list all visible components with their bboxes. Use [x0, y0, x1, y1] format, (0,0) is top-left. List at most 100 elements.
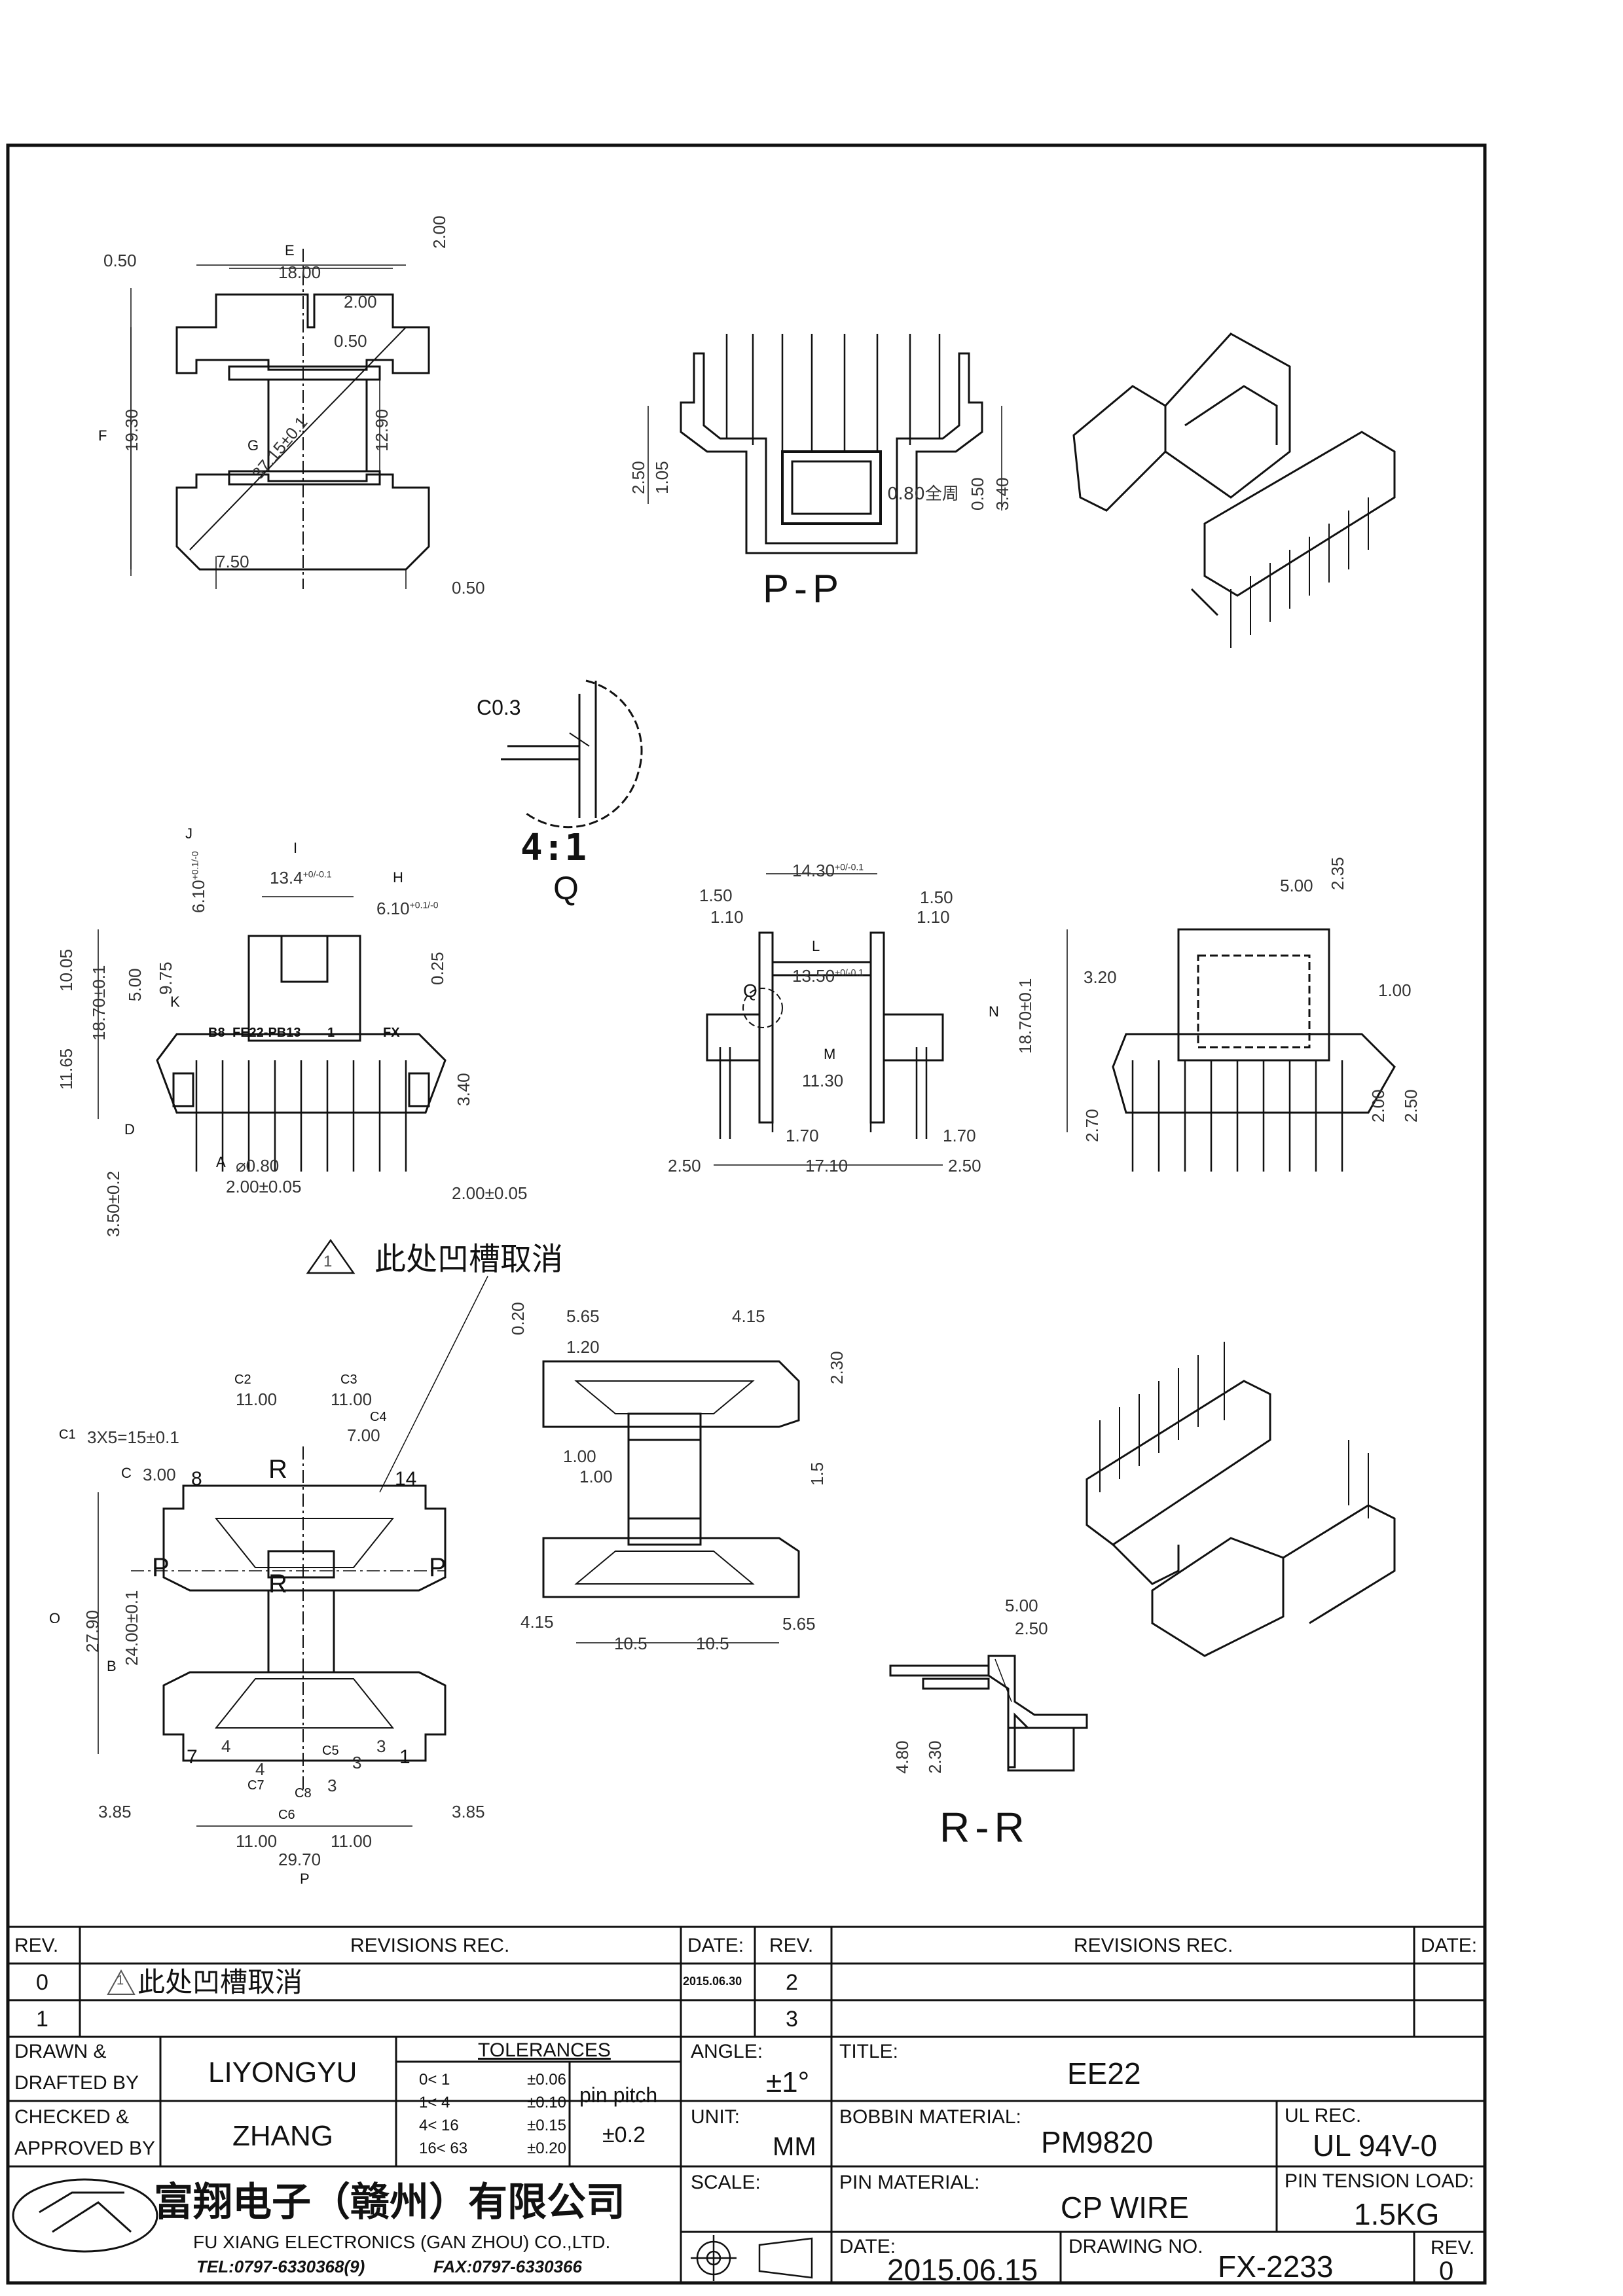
rr-dim-250: 2.50 — [1015, 1619, 1048, 1638]
mid-view-geometry — [542, 1360, 800, 1598]
tb-tol-row: 16< 63±0.20 — [419, 2140, 566, 2157]
side-dim-170b: 1.70 — [943, 1126, 976, 1145]
callout-c: C — [121, 1465, 132, 1481]
front-dim-1005: 10.05 — [56, 948, 76, 992]
bottom-dim-3b: 3 — [352, 1753, 362, 1772]
pp-section-label: P-P — [763, 567, 845, 611]
pp-dim-250: 2.50 — [629, 461, 648, 494]
callout-k: K — [170, 994, 180, 1010]
callout-c6: C6 — [278, 1808, 295, 1822]
dim-050b: 0.50 — [334, 331, 367, 351]
callout-a: A — [216, 1154, 226, 1170]
callout-c3: C3 — [340, 1372, 357, 1387]
pp-view-geometry — [680, 334, 983, 554]
callout-p: P — [300, 1871, 310, 1887]
callout-h: H — [393, 869, 403, 886]
front-dim-1870: 18.70±0.1 — [89, 965, 109, 1041]
tb-unit-label: UNIT: — [691, 2106, 740, 2128]
callout-c5: C5 — [322, 1744, 339, 1758]
tb-unit-value: MM — [773, 2132, 816, 2161]
pin-7-label: 7 — [187, 1746, 198, 1768]
detail-q-label: Q — [553, 870, 579, 906]
side-dim-1710: 17.10 — [805, 1156, 848, 1175]
tb-approved-label: APPROVED BY — [14, 2138, 156, 2159]
tb-tel: TEL:0797-6330368(9) — [196, 2257, 365, 2276]
tb-date-value: 2015.06.15 — [887, 2253, 1038, 2287]
callout-o: O — [49, 1610, 61, 1626]
tb-revrec-header: REVISIONS REC. — [350, 1935, 510, 1956]
tb-ul-label: UL REC. — [1285, 2105, 1362, 2126]
company-logo — [12, 2178, 158, 2253]
mid-dim-105a: 10.5 — [614, 1634, 647, 1653]
dim-200a: 2.00 — [344, 292, 377, 312]
right-dim-235: 2.35 — [1328, 857, 1347, 890]
bottom-dim-3x5: 3X5=15±0.1 — [87, 1427, 179, 1447]
callout-f: F — [98, 427, 107, 444]
right-dim-270: 2.70 — [1082, 1109, 1102, 1142]
marking-a: B8 — [208, 1026, 225, 1040]
front-dim-1165: 11.65 — [56, 1048, 76, 1090]
detail-q-geometry — [501, 679, 643, 829]
bottom-view-geometry — [131, 1446, 447, 1793]
tb-title-label: TITLE: — [839, 2041, 899, 2062]
tb-fax: FAX:0797-6330366 — [433, 2257, 582, 2276]
tb-ul-value: UL 94V-0 — [1313, 2128, 1438, 2162]
bottom-dim-2400: 24.00±0.1 — [122, 1590, 141, 1666]
tb-bobbin-label: BOBBIN MATERIAL: — [839, 2106, 1021, 2128]
side-dim-170a: 1.70 — [786, 1126, 819, 1145]
bottom-dim-4a: 4 — [221, 1736, 231, 1756]
tb-row0-rev2: 2 — [786, 1970, 798, 1995]
tb-tol-row: 1< 4±0.10 — [419, 2094, 566, 2111]
side-dim-250a: 2.50 — [668, 1156, 701, 1175]
right-dim-500: 5.00 — [1280, 876, 1313, 895]
front-dim-500: 5.00 — [125, 968, 145, 1001]
tb-company-cn: 富翔电子（赣州）有限公司 — [154, 2179, 625, 2225]
bottom-dim-2790: 27.90 — [82, 1609, 102, 1653]
bottom-dim-2970: 29.70 — [278, 1850, 321, 1869]
callout-m: M — [824, 1046, 836, 1062]
side-dim-110a: 1.10 — [710, 907, 744, 927]
pp-dim-105: 1.05 — [652, 461, 672, 494]
side-q-mark: Q — [743, 980, 757, 1001]
callout-i: I — [293, 840, 298, 856]
note-text: 此处凹槽取消 — [374, 1241, 564, 1278]
tb-scale-label: SCALE: — [691, 2172, 761, 2193]
pp-dim-080: 0.80全周 — [887, 484, 959, 504]
sheet-border — [6, 143, 1487, 2285]
section-p-right: P — [429, 1553, 447, 1582]
tb-date-header: DATE: — [687, 1935, 744, 1956]
note-mark: 1 — [323, 1253, 333, 1270]
bottom-dim-3c: 3 — [327, 1776, 337, 1795]
front-dim-200a: 2.00±0.05 — [226, 1177, 302, 1196]
dim-1800: 18.00 — [278, 262, 321, 282]
callout-e: E — [285, 242, 295, 259]
tb-company-en: FU XIANG ELECTRONICS (GAN ZHOU) CO.,LTD. — [193, 2232, 611, 2252]
tb-rev-header: REV. — [14, 1935, 59, 1956]
tb-revrec-header-2: REVISIONS REC. — [1074, 1935, 1233, 1956]
mid-dim-565b: 5.65 — [782, 1614, 816, 1634]
right-dim-200: 2.00 — [1368, 1089, 1388, 1122]
right-dim-1870: 18.70±0.1 — [1015, 978, 1035, 1054]
dim-050c: 0.50 — [452, 578, 485, 598]
side-dim-150b: 1.50 — [920, 888, 953, 907]
detail-q-chamfer: C0.3 — [477, 696, 521, 719]
dim-050a: 0.50 — [103, 251, 137, 270]
front-dim-134: 13.4+0/-0.1 — [270, 868, 332, 888]
tb-checked-label: CHECKED & — [14, 2106, 130, 2128]
side-dim-1350: 13.50+0/-0.1 — [792, 966, 864, 986]
mid-dim-415b: 4.15 — [520, 1612, 554, 1632]
dim-1930: 19.30 — [122, 408, 141, 452]
tb-row0-mark: 1 — [117, 1973, 124, 1988]
callout-b: B — [107, 1658, 117, 1674]
callout-c2: C2 — [234, 1372, 251, 1387]
tb-tol-row: 4< 16±0.15 — [419, 2117, 566, 2134]
rr-view-geometry — [889, 1655, 1088, 1772]
tb-tol-row: 0< 1±0.06 — [419, 2071, 566, 2089]
dim-200b: 2.00 — [429, 215, 449, 249]
detail-q-scale: 4:1 — [520, 827, 587, 869]
side-dim-250b: 2.50 — [948, 1156, 981, 1175]
callout-l: L — [812, 938, 820, 954]
tb-row0-date: 2015.06.30 — [683, 1975, 742, 1988]
bottom-dim-3a: 3 — [376, 1736, 386, 1756]
